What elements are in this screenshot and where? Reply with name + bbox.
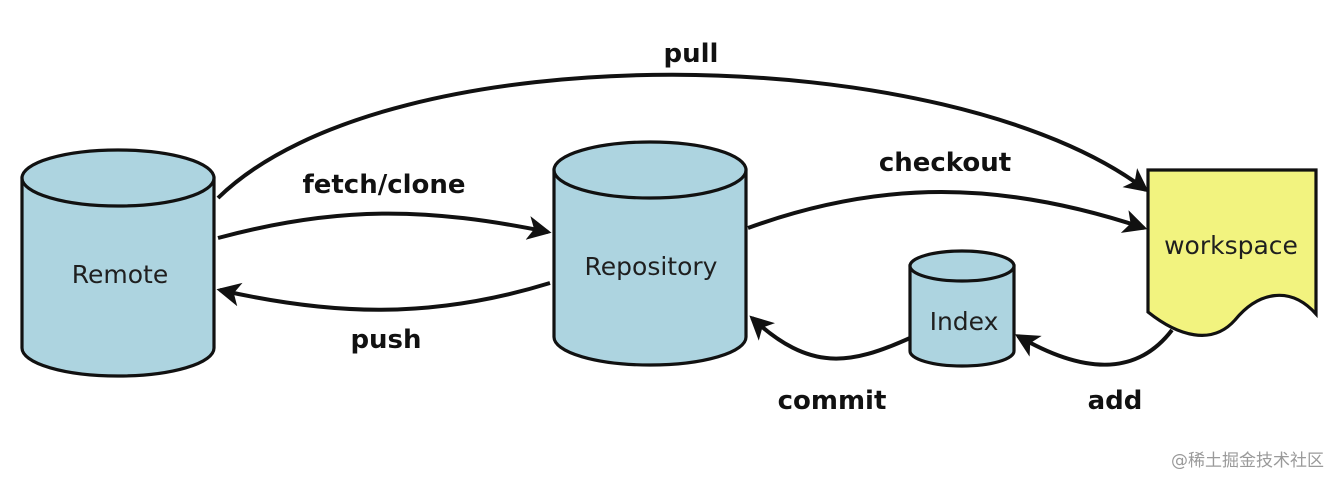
fetch-clone-label: fetch/clone (302, 170, 465, 200)
commit-arrow (749, 315, 911, 361)
add-arrow (1014, 328, 1174, 367)
add-label: add (1088, 386, 1143, 416)
pull-label: pull (664, 39, 719, 69)
repository-node: Repository (552, 140, 748, 367)
index-label: Index (930, 307, 999, 336)
watermark: @稀土掘金技术社区 (1171, 451, 1324, 471)
checkout-label: checkout (879, 148, 1011, 178)
commit-label: commit (778, 386, 887, 416)
index-node: Index (908, 249, 1016, 368)
remote-label: Remote (72, 260, 168, 289)
remote-node: Remote (20, 148, 216, 378)
checkout-arrow (747, 190, 1148, 233)
push-label: push (350, 325, 421, 355)
workspace-label: workspace (1164, 231, 1298, 260)
push-arrow (216, 281, 551, 312)
workspace-node: workspace (1146, 168, 1318, 337)
fetch-clone-arrow (217, 211, 552, 240)
pull-arrow (216, 72, 1149, 200)
repository-label: Repository (585, 252, 718, 281)
